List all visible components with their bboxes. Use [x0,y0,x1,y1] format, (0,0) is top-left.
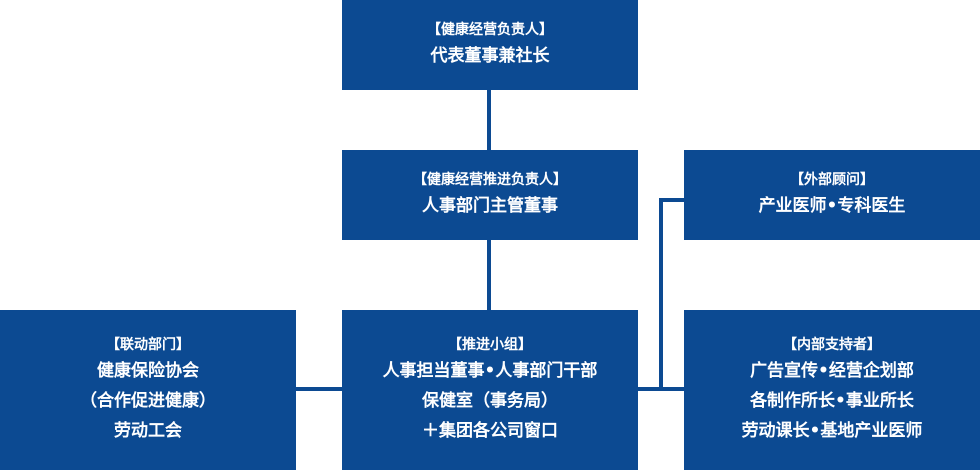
connector-promo-team [487,240,491,310]
node-promotion-team-line: 人事担当董事•人事部门干部 [382,361,598,381]
node-promotion-team-line: 保健室（事务局） [422,391,558,411]
node-promotion-team: 【推进小组】 人事担当董事•人事部门干部 保健室（事务局） ＋集团各公司窗口 [342,310,638,470]
node-liaison-dept-line: 健康保险协会 [97,361,199,381]
node-promotion-lead-line: 人事部门主管董事 [422,196,558,216]
node-external-advisor-role: 【外部顾问】 [790,172,874,188]
node-internal-supporter-role: 【内部支持者】 [783,337,881,353]
node-internal-supporter-line: 各制作所长•事业所长 [750,391,914,411]
node-external-advisor-line: 产业医师•专科医生 [758,196,906,216]
connector-branch-external [659,198,684,202]
connector-branch-vertical [659,198,663,391]
node-ceo: 【健康经营负责人】 代表董事兼社长 [342,0,638,90]
node-ceo-role: 【健康经营负责人】 [427,22,553,38]
node-liaison-dept-line: （合作促进健康） [80,391,216,411]
node-internal-supporter: 【内部支持者】 广告宣传•经营企划部 各制作所长•事业所长 劳动课长•基地产业医… [684,310,980,470]
node-liaison-dept-line: 劳动工会 [114,421,182,441]
connector-liaison-team [296,387,342,391]
node-liaison-dept-role: 【联动部门】 [106,337,190,353]
node-liaison-dept: 【联动部门】 健康保险协会 （合作促进健康） 劳动工会 [0,310,296,470]
node-ceo-line: 代表董事兼社长 [430,46,550,66]
node-promotion-lead-role: 【健康经营推进负责人】 [413,172,567,188]
node-internal-supporter-line: 劳动课长•基地产业医师 [741,421,923,441]
node-internal-supporter-line: 广告宣传•经营企划部 [750,361,914,381]
connector-ceo-promo [487,90,491,150]
node-promotion-lead: 【健康经营推进负责人】 人事部门主管董事 [342,150,638,240]
node-external-advisor: 【外部顾问】 产业医师•专科医生 [684,150,980,240]
node-promotion-team-role: 【推进小组】 [448,337,532,353]
node-promotion-team-line: ＋集团各公司窗口 [422,421,558,441]
